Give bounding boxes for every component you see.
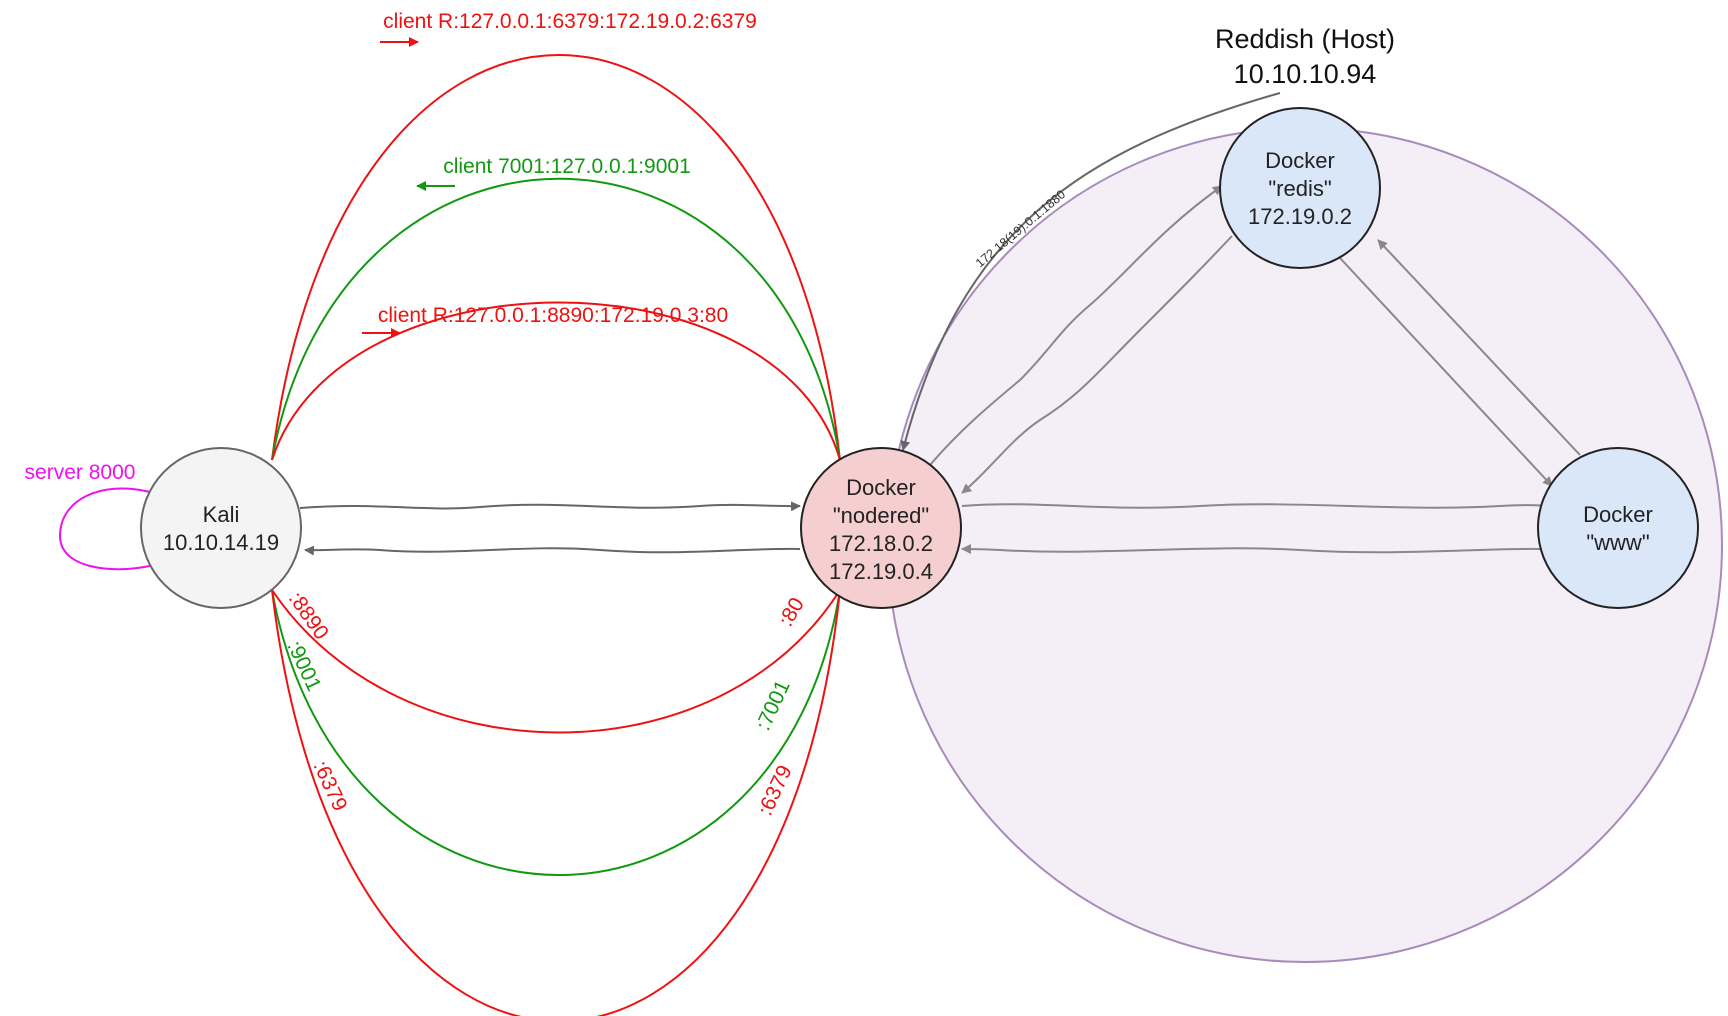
port-nodered-80: :80 xyxy=(774,594,809,631)
tunnel-6379-bottom-arc xyxy=(271,589,841,1016)
node-www-circle xyxy=(1537,447,1699,609)
server-8000-loop xyxy=(58,487,151,571)
node-redis-type: Docker xyxy=(1265,148,1335,173)
tunnel-8890-bottom-arc xyxy=(271,589,841,734)
node-redis-ip: 172.19.0.2 xyxy=(1248,204,1352,229)
tunnel-8890-top-arc xyxy=(271,301,841,461)
tunnel-9001-top-arc xyxy=(271,177,841,461)
node-nodered-circle xyxy=(800,447,962,609)
node-redis: Docker "redis" 172.19.0.2 xyxy=(1219,107,1381,269)
port-nodered-7001: :7001 xyxy=(752,677,795,734)
port-kali-9001: :9001 xyxy=(282,637,325,694)
edge-kali-to-nodered xyxy=(299,501,801,512)
node-nodered-type: Docker xyxy=(846,475,916,500)
node-nodered-ip2: 172.19.0.4 xyxy=(829,559,933,584)
node-kali-circle xyxy=(140,447,302,609)
edge-nodered-to-redis xyxy=(929,185,1223,466)
client-6379-label: client R:127.0.0.1:6379:172.19.0.2:6379 xyxy=(383,10,757,33)
tunnel-6379-top-arc xyxy=(271,54,841,461)
edge-nodered-to-www xyxy=(961,500,1555,511)
node-nodered: Docker "nodered" 172.18.0.2 172.19.0.4 xyxy=(800,447,962,609)
edge-www-to-nodered xyxy=(961,544,1541,555)
edge-redis-to-nodered xyxy=(961,235,1233,494)
node-redis-name: "redis" xyxy=(1268,176,1331,201)
host-name: Reddish (Host) xyxy=(1215,24,1395,54)
edge-redis-to-www xyxy=(1339,257,1553,487)
node-kali-name: Kali xyxy=(203,502,240,527)
node-redis-circle xyxy=(1219,107,1381,269)
server-8000-label: server 8000 xyxy=(25,461,136,484)
client-8890-label: client R:127.0.0.1:8890:172.19.0.3:80 xyxy=(378,304,728,327)
node-kali-ip: 10.10.14.19 xyxy=(163,530,279,555)
node-nodered-ip1: 172.18.0.2 xyxy=(829,531,933,556)
node-nodered-name: "nodered" xyxy=(833,503,929,528)
node-www: Docker "www" xyxy=(1537,447,1699,609)
client-9001-label: client 7001:127.0.0.1:9001 xyxy=(443,155,691,178)
node-www-name: "www" xyxy=(1586,530,1649,555)
host-ip: 10.10.10.94 xyxy=(1234,59,1377,89)
edge-nodered-to-kali xyxy=(304,545,801,556)
edge-host-to-nodered xyxy=(900,92,1281,451)
node-kali: Kali 10.10.14.19 xyxy=(140,447,302,609)
edge-www-to-redis xyxy=(1377,239,1581,456)
tunnel-9001-bottom-arc xyxy=(271,589,841,876)
node-www-type: Docker xyxy=(1583,502,1653,527)
